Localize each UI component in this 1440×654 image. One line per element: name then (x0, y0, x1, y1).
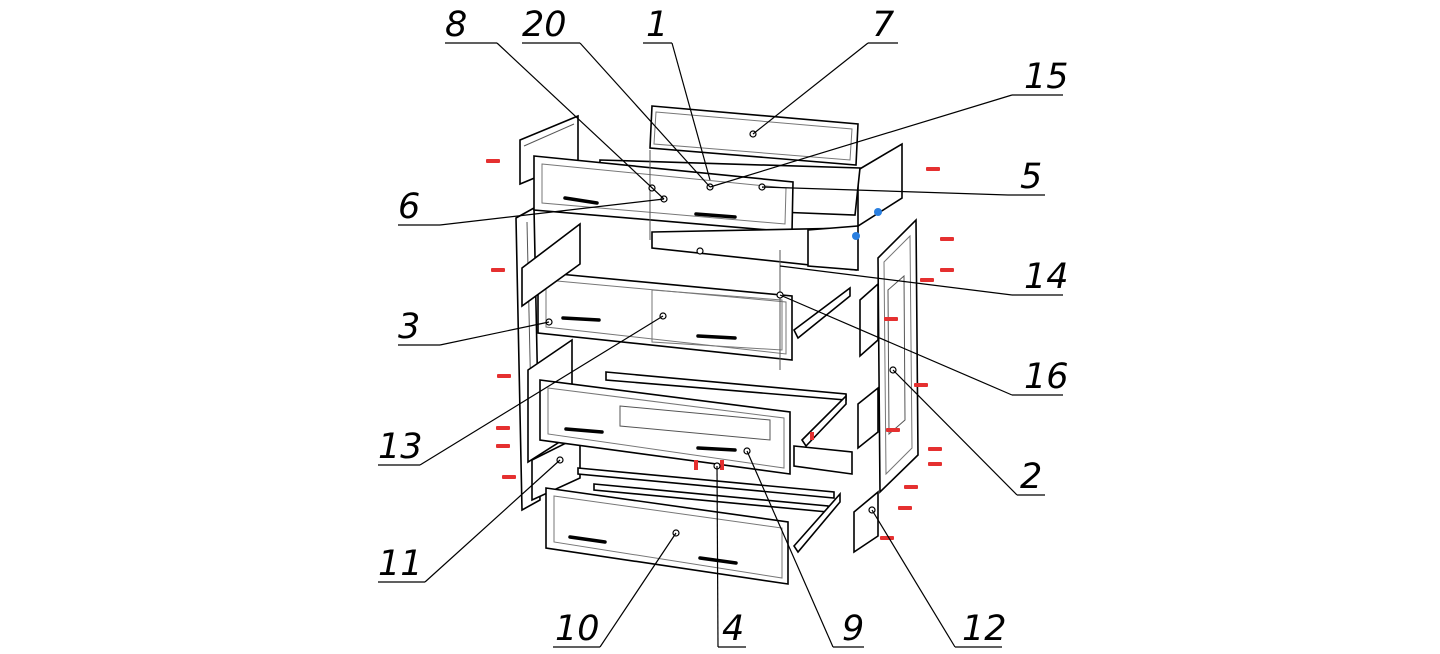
callout-6: 6 (398, 187, 420, 227)
callout-2: 2 (1020, 457, 1042, 497)
callout-15: 15 (1024, 57, 1069, 97)
top-frame-rail (651, 225, 859, 271)
callout-1: 1 (646, 5, 668, 45)
cabinet-parts (486, 105, 954, 585)
callout-4: 4 (722, 609, 744, 649)
callout-10: 10 (555, 609, 600, 649)
callout-9: 9 (842, 609, 864, 649)
right-side-panel (877, 218, 919, 494)
callout-11: 11 (378, 544, 423, 584)
callout-12: 12 (962, 609, 1007, 649)
leader-lines (378, 42, 1063, 648)
callout-7: 7 (872, 5, 894, 45)
callout-5: 5 (1020, 157, 1042, 197)
bottom-drawer-rails (577, 467, 835, 513)
second-drawer (537, 250, 851, 370)
top-drawer (533, 150, 861, 240)
third-drawer (539, 371, 853, 475)
bottom-drawer (545, 487, 841, 585)
callout-14: 14 (1024, 257, 1069, 297)
callout-3: 3 (398, 307, 420, 347)
fasteners (486, 159, 954, 540)
top-drawer-side-right (857, 142, 903, 228)
callout-8: 8 (445, 5, 467, 45)
cam-locks (852, 208, 882, 240)
callout-20: 20 (522, 5, 567, 45)
callout-labels: 8 20 1 7 15 5 6 14 3 16 13 2 11 10 4 9 1… (378, 5, 1069, 649)
callout-16: 16 (1024, 357, 1069, 397)
callout-13: 13 (378, 427, 423, 467)
